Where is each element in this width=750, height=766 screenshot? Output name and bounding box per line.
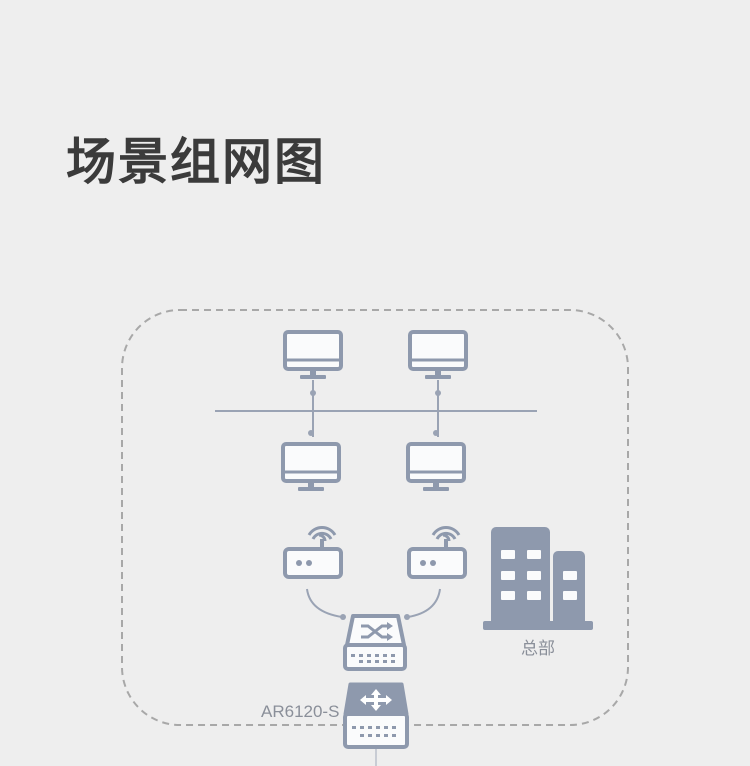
router-icon: [343, 682, 409, 749]
connector-dot: [404, 614, 410, 620]
page-title: 场景组网图: [66, 133, 326, 191]
monitor-icon: [283, 330, 343, 381]
monitor-icon: [281, 442, 341, 493]
bus-connectors: [312, 380, 439, 437]
connector-dot: [433, 430, 439, 436]
hq-boundary: [121, 309, 629, 726]
switch-icon: [343, 614, 407, 671]
connector-dot: [340, 614, 346, 620]
wireless-ap-icon: [407, 521, 467, 579]
router-model-label: AR6120-S: [261, 702, 339, 721]
connector-dot: [310, 390, 316, 396]
monitor-icon: [406, 442, 466, 493]
connector-dot: [435, 390, 441, 396]
connector-dot: [308, 430, 314, 436]
ap-switch-links: [306, 588, 441, 618]
office-building-icon: [483, 527, 593, 630]
hq-label: 总部: [521, 639, 555, 658]
monitor-icon: [408, 330, 468, 381]
wireless-ap-icon: [283, 521, 343, 579]
